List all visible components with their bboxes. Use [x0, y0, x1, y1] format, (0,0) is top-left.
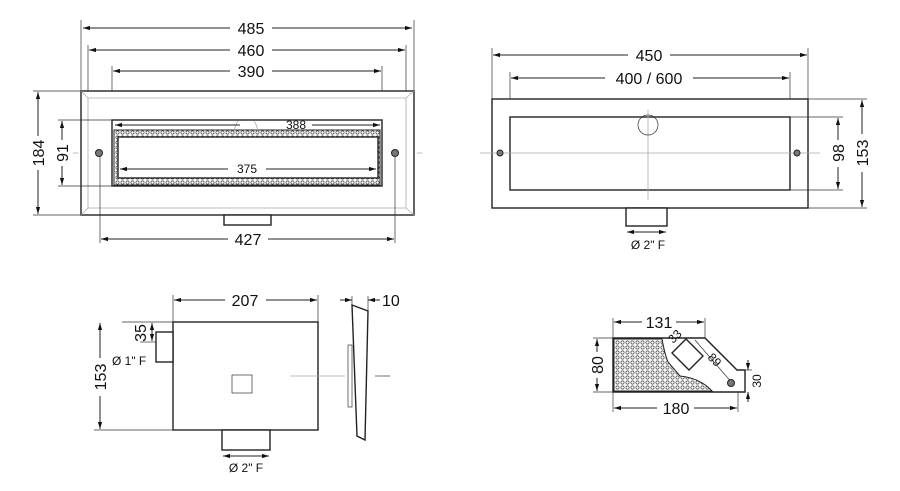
dim-rear-height: 153 [855, 140, 872, 167]
section-view: 131 33 89 80 30 180 [590, 315, 764, 418]
dim-inlet-offset: 35 [133, 324, 150, 342]
mounting-hole [95, 149, 103, 157]
dim-plate-thickness: 10 [382, 293, 400, 310]
front-view: 485 460 390 388 375 427 184 [31, 20, 422, 249]
dim-side-outlet: Ø 2" F [229, 461, 263, 475]
dim-rear-inner-height: 98 [831, 144, 848, 162]
inlet [155, 331, 174, 363]
dim-side-height: 153 [93, 364, 110, 391]
side-outlet [221, 429, 271, 451]
rear-outlet [625, 207, 668, 227]
dim-rear-inner-width: 400 / 600 [616, 71, 683, 88]
dim-overall-height: 184 [31, 140, 48, 167]
dim-top-width: 131 [646, 315, 673, 332]
dim-hole-spacing: 427 [235, 232, 262, 249]
dim-frame-width: 460 [238, 43, 265, 60]
dim-depth: 207 [232, 293, 259, 310]
mounting-hole [391, 149, 399, 157]
dim-rear-width: 450 [636, 48, 663, 65]
dim-section-height: 80 [590, 356, 607, 374]
dim-bottom-width: 180 [663, 401, 690, 418]
dim-inner-width: 375 [237, 162, 257, 176]
dim-inlet: Ø 1" F [112, 354, 146, 368]
outlet [223, 214, 272, 226]
dim-step-height: 30 [750, 374, 764, 388]
rear-view: 450 400 / 600 Ø 2" F 98 153 [480, 48, 872, 252]
dim-opening-width: 390 [238, 64, 265, 81]
dim-opening-height: 91 [55, 144, 72, 162]
front-plate [351, 303, 369, 442]
dim-rear-outlet: Ø 2" F [631, 238, 665, 252]
side-view: 207 Ø 2" F 10 35 Ø 1" F 153 [93, 293, 400, 475]
dim-overall-width: 485 [238, 21, 265, 38]
dim-grille-width: 388 [286, 118, 306, 132]
